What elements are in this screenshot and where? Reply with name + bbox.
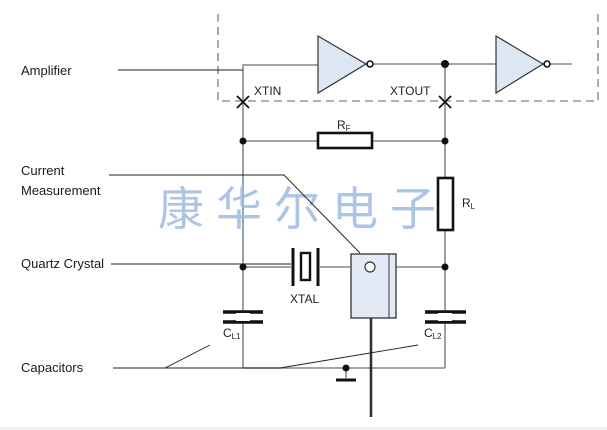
junction-dot bbox=[239, 263, 247, 271]
resistor-rf bbox=[316, 131, 374, 150]
crystal-body bbox=[299, 251, 312, 282]
junction-dot bbox=[441, 263, 449, 271]
resistor-rl bbox=[436, 176, 455, 232]
label-rf: RF bbox=[337, 118, 351, 133]
junction-dot bbox=[239, 137, 247, 145]
label-rl: RL bbox=[462, 196, 476, 211]
callout-current-line2: Measurement bbox=[21, 183, 101, 198]
amplifier-2 bbox=[495, 34, 551, 95]
junction-dot bbox=[342, 364, 350, 372]
pin-label-xtin: XTIN bbox=[254, 84, 281, 98]
capacitor-gap bbox=[236, 313, 250, 321]
buffer-triangle-2 bbox=[495, 34, 545, 95]
capacitor-cl1 bbox=[223, 310, 263, 324]
buffer-triangle-1 bbox=[317, 34, 368, 95]
leader-capacitors bbox=[113, 344, 419, 369]
wire-xtin-to-amplifier bbox=[242, 64, 318, 103]
callout-capacitors: Capacitors bbox=[21, 360, 84, 375]
inverter-bubble-2 bbox=[543, 60, 551, 68]
junction-dot bbox=[441, 60, 449, 68]
pin-label-xtout: XTOUT bbox=[390, 84, 431, 98]
chip-boundary-dashed-box bbox=[217, 14, 599, 102]
amplifier-1 bbox=[317, 34, 374, 95]
quartz-crystal-xtal bbox=[291, 248, 320, 286]
bottom-strip bbox=[0, 427, 607, 430]
meter-terminal bbox=[364, 261, 376, 273]
callout-current-line1: Current bbox=[21, 163, 65, 178]
current-meter bbox=[350, 253, 397, 417]
callout-amplifier: Amplifier bbox=[21, 63, 72, 78]
callout-quartz-crystal: Quartz Crystal bbox=[21, 256, 104, 271]
pin-xtout-x-icon bbox=[438, 95, 452, 109]
label-xtal: XTAL bbox=[290, 292, 319, 306]
pin-xtin-x-icon bbox=[236, 95, 250, 109]
label-cl2: CL2 bbox=[424, 326, 442, 341]
callout-leaders bbox=[109, 69, 419, 369]
junction-dots bbox=[239, 60, 449, 372]
capacitor-gap bbox=[438, 313, 452, 321]
inverter-bubble-1 bbox=[366, 60, 374, 68]
junction-dot bbox=[441, 137, 449, 145]
pin-markers bbox=[236, 95, 452, 109]
watermark-text: 康华尔电子 bbox=[158, 182, 448, 236]
label-cl1: CL1 bbox=[223, 326, 241, 341]
capacitor-cl2 bbox=[425, 310, 466, 324]
leader-current-measurement bbox=[109, 174, 361, 254]
